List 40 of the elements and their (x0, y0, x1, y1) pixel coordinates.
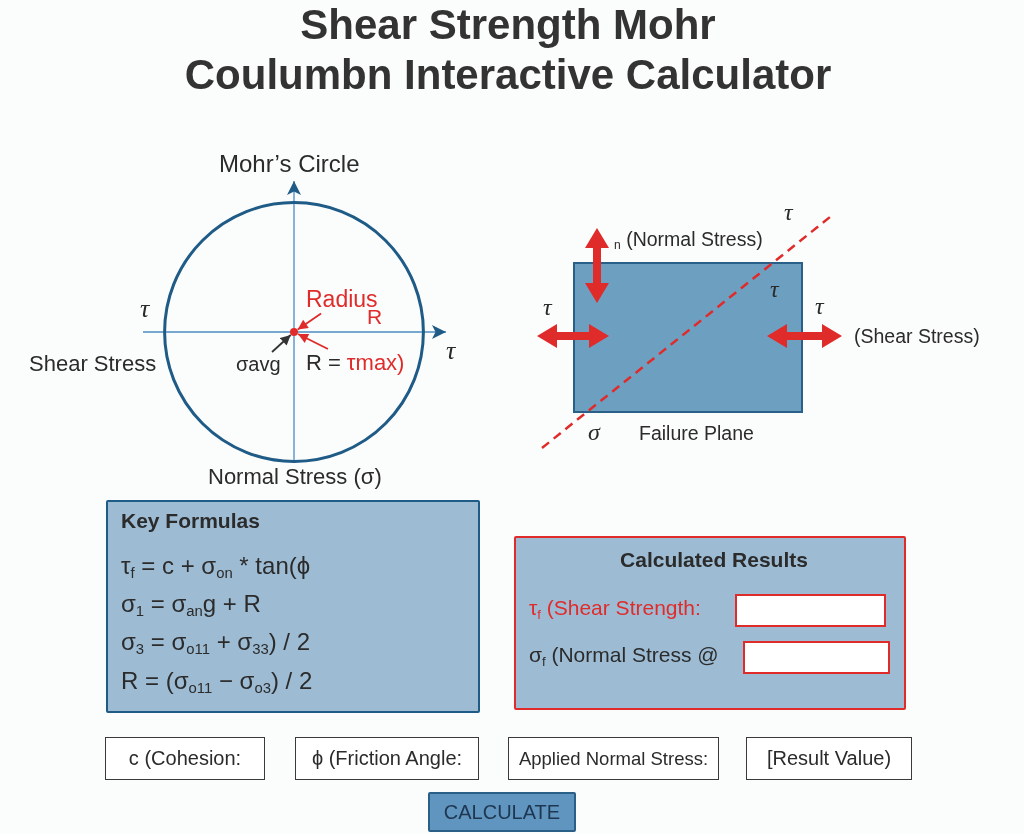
formula-text: σ$_{1}$ = σ$_{an}$g + R (121, 590, 261, 618)
shear-symbol: τ (770, 276, 779, 304)
stress-symbol: τ (784, 199, 793, 227)
leader-arrow (296, 312, 322, 331)
output-field (735, 594, 886, 627)
calculate-button: CALCULATE (428, 792, 576, 832)
panel-heading: Key Formulas (121, 509, 260, 534)
result-label: σ$_{f}$ (Normal Stress @ (529, 643, 719, 668)
stress-label: (Shear Stress) (854, 325, 980, 348)
axis-label: Normal Stress (σ) (208, 464, 382, 490)
plane-label: Failure Plane (639, 422, 754, 445)
stress-symbol: τ (543, 294, 552, 322)
axis-label: τ (446, 336, 456, 366)
diagram-heading: Mohr’s Circle (219, 150, 360, 178)
dot-icon (290, 328, 298, 336)
stress-symbol: τ (815, 293, 824, 321)
formula-text: σ$_{3}$ = σ$_{o11}$ + σ$_{33}$) / 2 (121, 628, 311, 656)
formula-text: τ$_{f}$ = c + σ$_{on}$ * tan(ϕ (121, 552, 311, 580)
equation-text: τmax) (346, 350, 405, 376)
output-field (743, 641, 890, 674)
stress-label: $_{n}$ (Normal Stress) (614, 228, 763, 251)
input-field: [Result Value) (746, 737, 912, 780)
formula-text: R = (σ$_{o11}$ − σ$_{o3}$) / 2 (121, 667, 313, 695)
axis-label: Shear Stress (29, 351, 157, 377)
input-field: ϕ (Friction Angle: (295, 737, 479, 780)
diagram-title: Shear Strength Mohr Coulumbn Interactive Calculator (184, 0, 832, 100)
axis-label: τ (140, 294, 150, 324)
panel-heading: Calculated Results (620, 548, 808, 573)
input-field: c (Cohesion: (105, 737, 265, 780)
input-field: Applied Normal Stress: (508, 737, 719, 780)
average-stress-label: σavg (236, 353, 281, 376)
stress-element (573, 262, 803, 413)
equation-text: R = (306, 350, 341, 376)
results-panel (514, 536, 906, 710)
leader-arrow (271, 334, 292, 353)
mohr-circle (163, 201, 425, 463)
formula-panel (106, 500, 480, 713)
leader-arrow (297, 333, 329, 350)
result-label: τ$_{f}$ (Shear Strength: (529, 596, 701, 621)
stress-symbol: σ (588, 419, 600, 447)
